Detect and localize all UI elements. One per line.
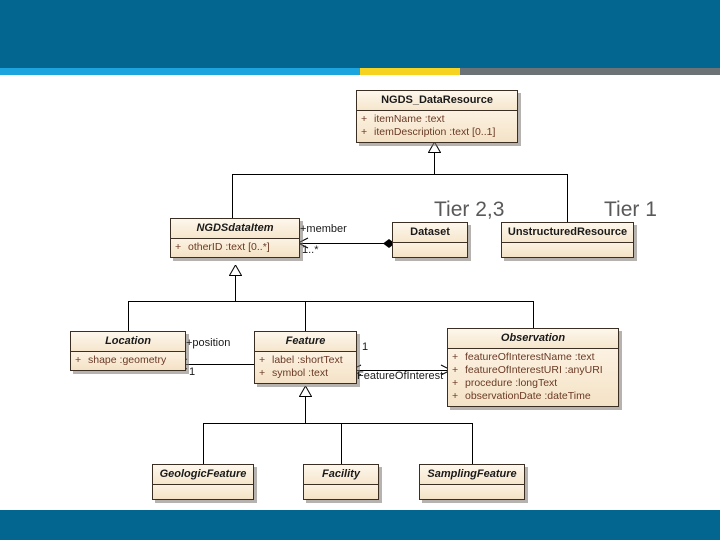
class-attrs-unstructured-resource [502, 243, 633, 257]
class-ngds-data-item[interactable]: NGDSdataItem + otherID :text [0..*] [170, 218, 300, 258]
generalization-drop-unstructured [567, 174, 568, 222]
tier-label-left: Tier 2,3 [434, 198, 505, 221]
attribute-text: shape :geometry [88, 354, 167, 366]
class-attrs-facility [304, 485, 378, 499]
class-unstructured-resource[interactable]: UnstructuredResource [501, 222, 634, 258]
attribute-row: + label :shortText [259, 354, 354, 367]
attribute-text: procedure :longText [465, 377, 558, 389]
class-name-feature: Feature [255, 332, 356, 352]
attribute-visibility: + [175, 241, 182, 253]
composition-diamond-dataset [383, 239, 395, 248]
generalization-bar-feature-subtypes [203, 423, 472, 424]
generalization-arrow-resource [428, 142, 441, 153]
composition-line-member [300, 243, 388, 244]
class-attrs-geologic-feature [153, 485, 253, 499]
attribute-row: + symbol :text [259, 367, 354, 380]
tier-label-right: Tier 1 [604, 198, 657, 221]
attribute-visibility: + [259, 367, 266, 379]
association-role-position: +position [186, 337, 231, 349]
association-name-featureofinterest: FeatureOfInterest [357, 370, 444, 382]
association-multiplicity-featureofinterest: 1 [362, 341, 369, 353]
class-name-facility: Facility [304, 465, 378, 485]
generalization-stem-dataitem [235, 275, 236, 302]
association-role-member: +member [300, 223, 347, 235]
class-observation[interactable]: Observation + featureOfInterestName :tex… [447, 328, 619, 407]
generalization-drop-feature [305, 301, 306, 331]
generalization-bar-subtypes [128, 301, 534, 302]
class-name-sampling-feature: SamplingFeature [420, 465, 524, 485]
accent-stripe-cyan [0, 68, 360, 75]
accent-stripe-gray [460, 68, 720, 75]
generalization-arrow-feature [299, 386, 312, 397]
generalization-drop-location [128, 301, 129, 331]
attribute-visibility: + [361, 113, 368, 125]
class-attrs-location: + shape :geometry [71, 352, 185, 370]
attribute-row: + itemName :text [361, 113, 515, 126]
generalization-drop-samplingfeature [472, 423, 473, 464]
class-attrs-dataset [393, 243, 467, 257]
association-line-position [186, 364, 254, 365]
attribute-visibility: + [75, 354, 82, 366]
generalization-drop-facility [341, 423, 342, 464]
class-name-geologic-feature: GeologicFeature [153, 465, 253, 485]
accent-stripe-yellow [360, 68, 460, 75]
class-location[interactable]: Location + shape :geometry [70, 331, 186, 371]
class-name-observation: Observation [448, 329, 618, 349]
class-attrs-ngds-data-resource: + itemName :text + itemDescription :text… [357, 111, 517, 142]
attribute-text: symbol :text [272, 367, 329, 379]
class-name-unstructured-resource: UnstructuredResource [502, 223, 633, 243]
top-banner [0, 0, 720, 68]
class-ngds-data-resource[interactable]: NGDS_DataResource + itemName :text + ite… [356, 90, 518, 143]
class-name-dataset: Dataset [393, 223, 467, 243]
attribute-row: + otherID :text [0..*] [175, 241, 297, 254]
class-attrs-feature: + label :shortText + symbol :text [255, 352, 356, 383]
association-multiplicity-member: 1..* [302, 244, 319, 256]
class-sampling-feature[interactable]: SamplingFeature [419, 464, 525, 500]
attribute-text: otherID :text [0..*] [188, 241, 270, 253]
generalization-stem-resource [434, 152, 435, 174]
generalization-drop-observation [533, 301, 534, 328]
attribute-row: + shape :geometry [75, 354, 183, 367]
generalization-bar-tier [232, 174, 568, 175]
attribute-text: itemName :text [374, 113, 445, 125]
class-facility[interactable]: Facility [303, 464, 379, 500]
attribute-text: featureOfInterestName :text [465, 351, 595, 363]
attribute-row: + featureOfInterestName :text [452, 351, 616, 364]
class-attrs-sampling-feature [420, 485, 524, 499]
class-geologic-feature[interactable]: GeologicFeature [152, 464, 254, 500]
attribute-visibility: + [452, 390, 459, 402]
attribute-row: + procedure :longText [452, 377, 616, 390]
attribute-visibility: + [452, 351, 459, 363]
attribute-row: + itemDescription :text [0..1] [361, 126, 515, 139]
attribute-row: + featureOfInterestURI :anyURI [452, 364, 616, 377]
association-line-featureofinterest [353, 370, 450, 371]
attribute-text: label :shortText [272, 354, 343, 366]
attribute-visibility: + [452, 377, 459, 389]
bottom-banner [0, 510, 720, 540]
generalization-arrow-dataitem [229, 265, 242, 276]
class-attrs-ngds-data-item: + otherID :text [0..*] [171, 239, 299, 257]
generalization-drop-geologicfeature [203, 423, 204, 464]
attribute-text: itemDescription :text [0..1] [374, 126, 496, 138]
attribute-row: + observationDate :dateTime [452, 390, 616, 403]
class-feature[interactable]: Feature + label :shortText + symbol :tex… [254, 331, 357, 384]
accent-stripe [0, 68, 720, 75]
attribute-visibility: + [452, 364, 459, 376]
class-dataset[interactable]: Dataset [392, 222, 468, 258]
class-name-ngds-data-resource: NGDS_DataResource [357, 91, 517, 111]
generalization-drop-dataitem [232, 174, 233, 218]
attribute-text: observationDate :dateTime [465, 390, 591, 402]
association-multiplicity-position: 1 [189, 366, 196, 378]
class-name-ngds-data-item: NGDSdataItem [171, 219, 299, 239]
attribute-text: featureOfInterestURI :anyURI [465, 364, 603, 376]
generalization-stem-feature [305, 396, 306, 423]
class-attrs-observation: + featureOfInterestName :text + featureO… [448, 349, 618, 406]
class-name-location: Location [71, 332, 185, 352]
attribute-visibility: + [361, 126, 368, 138]
attribute-visibility: + [259, 354, 266, 366]
